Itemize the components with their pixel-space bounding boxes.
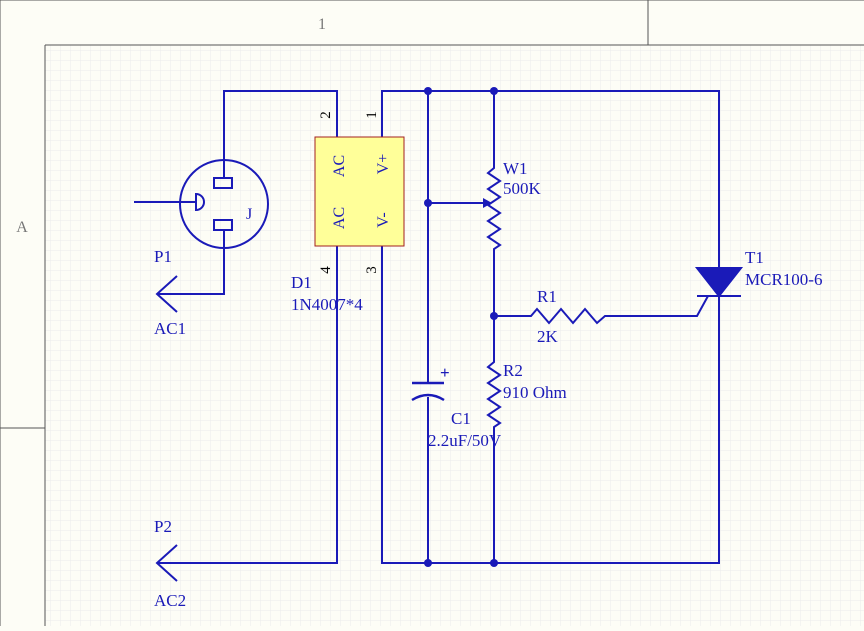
t1-designator: T1 (745, 248, 764, 267)
potentiometer-w1[interactable]: W1 500K (483, 159, 542, 253)
r2-designator: R2 (503, 361, 523, 380)
frame-row-label: A (16, 219, 28, 236)
bridge-pin-label-ac-top: AC (331, 155, 348, 177)
bridge-pin-label-vminus: V- (375, 212, 392, 227)
bridge-rectifier-d1[interactable]: AC AC V+ V- 2 4 1 3 D1 1N4007*4 (291, 111, 405, 314)
c1-value: 2.2uF/50V (428, 431, 502, 450)
p1-designator: P1 (154, 247, 172, 266)
w1-designator: W1 (503, 159, 528, 178)
w1-resistive-element (486, 163, 502, 253)
resistor-r1[interactable]: R1 2K (525, 287, 611, 346)
bridge-pin-number-2: 2 (318, 111, 334, 119)
t1-triangle (694, 267, 744, 298)
socket-ground-pin (195, 192, 205, 212)
p1-net-label: AC1 (154, 319, 186, 338)
port-p1[interactable]: P1 AC1 (154, 247, 186, 338)
frame-column-label: 1 (318, 16, 326, 33)
t1-value: MCR100-6 (745, 270, 822, 289)
thyristor-t1[interactable]: T1 MCR100-6 (694, 248, 822, 298)
p2-designator: P2 (154, 517, 172, 536)
capacitor-c1[interactable]: + C1 2.2uF/50V (411, 363, 502, 450)
c1-designator: C1 (451, 409, 471, 428)
p1-symbol (155, 275, 178, 313)
drawing-grid (45, 45, 864, 626)
socket-designator: J (246, 206, 252, 223)
bridge-pin-label-ac-bottom: AC (331, 207, 348, 229)
r1-body (525, 307, 611, 325)
bridge-pin-label-vplus: V+ (375, 154, 392, 175)
socket-outline (179, 159, 269, 249)
socket-j[interactable]: J (179, 159, 269, 249)
bridge-body (314, 136, 405, 247)
p2-symbol (155, 544, 178, 582)
r2-body (486, 357, 502, 431)
port-p2[interactable]: P2 AC2 (154, 517, 186, 610)
c1-plate-negative (411, 393, 445, 402)
w1-wiper-arrow (483, 198, 492, 208)
c1-polarity-mark: + (440, 363, 450, 382)
bridge-pin-number-1: 1 (364, 111, 380, 119)
r1-value: 2K (537, 327, 559, 346)
r1-designator: R1 (537, 287, 557, 306)
p2-net-label: AC2 (154, 591, 186, 610)
junctions (424, 87, 498, 567)
r2-value: 910 Ohm (503, 383, 567, 402)
bridge-pin-number-4: 4 (318, 266, 334, 274)
bridge-pin-number-3: 3 (364, 266, 380, 274)
resistor-r2[interactable]: R2 910 Ohm (486, 357, 567, 431)
bridge-value: 1N4007*4 (291, 295, 363, 314)
w1-value: 500K (503, 179, 542, 198)
wires[interactable] (134, 90, 720, 564)
bridge-designator: D1 (291, 273, 312, 292)
